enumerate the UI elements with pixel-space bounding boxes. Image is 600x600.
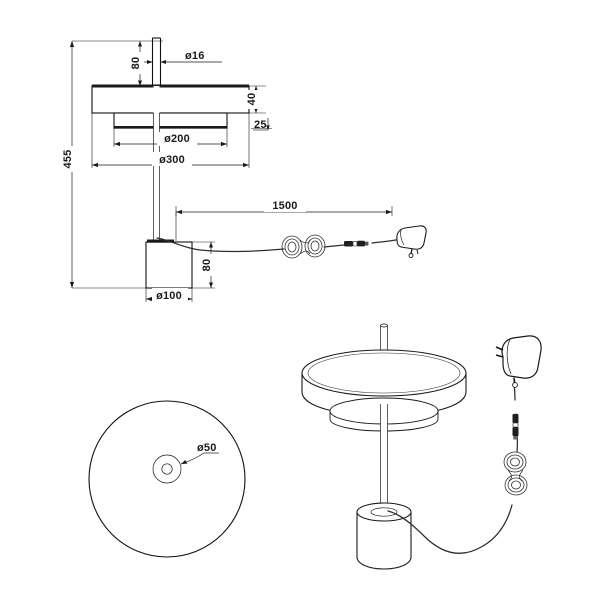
dimension-diffuser-gap: 25 — [251, 118, 272, 131]
perspective-base-cylinder — [356, 502, 412, 570]
dimension-label-overall-height: 455 — [62, 150, 74, 169]
lamp-base-cylinder — [145, 239, 193, 289]
dimension-rod-diameter: ø16 — [144, 50, 222, 64]
dimension-label-center-hole-diameter: ø50 — [197, 442, 217, 454]
dimension-shade-diameter: ø300 — [91, 113, 250, 168]
dimension-label-base-height: 80 — [201, 259, 213, 272]
dimension-stem-above-shade: 80 — [130, 41, 145, 86]
dimension-label-shade-diameter: ø300 — [159, 154, 185, 166]
perspective-stem-lower — [380, 404, 388, 514]
dimension-overall-height: 455 — [62, 40, 163, 289]
lamp-stem-upper — [151, 37, 162, 86]
dimension-base-diameter: ø100 — [145, 288, 193, 302]
cord-coil-bundle — [281, 234, 326, 259]
dimension-shade-thickness: 40 — [246, 85, 266, 114]
wall-plug-adapter-front — [396, 225, 427, 258]
dimension-label-cord-length: 1500 — [272, 200, 297, 212]
perspective-view — [301, 323, 542, 570]
dimension-label-inner-disc-diameter: ø200 — [164, 133, 190, 145]
front-elevation-view: 455 80 ø16 — [62, 37, 427, 302]
dimension-label-rod-diameter: ø16 — [185, 50, 205, 62]
perspective-wall-plug-adapter — [495, 335, 542, 388]
power-cord-front-view — [156, 237, 397, 253]
dimension-label-diffuser-gap: 25 — [254, 119, 267, 131]
cord-inline-connector — [344, 240, 369, 247]
dimension-cord-length: 1500 — [175, 198, 393, 241]
dimension-label-shade-thickness: 40 — [246, 93, 258, 106]
perspective-cord-coil — [503, 451, 528, 496]
leader-center-hole: ø50 — [180, 442, 219, 465]
lamp-diffuser-disc — [113, 112, 228, 129]
plan-view: ø50 — [88, 400, 246, 558]
dimension-inner-disc-diameter: ø200 — [113, 128, 228, 147]
dimension-label-base-diameter: ø100 — [156, 290, 182, 302]
lamp-shade-body — [91, 84, 250, 114]
perspective-cord-connector — [512, 414, 519, 440]
dimension-base-height: 80 — [192, 241, 216, 289]
dimension-label-stem-above-shade: 80 — [130, 57, 142, 70]
